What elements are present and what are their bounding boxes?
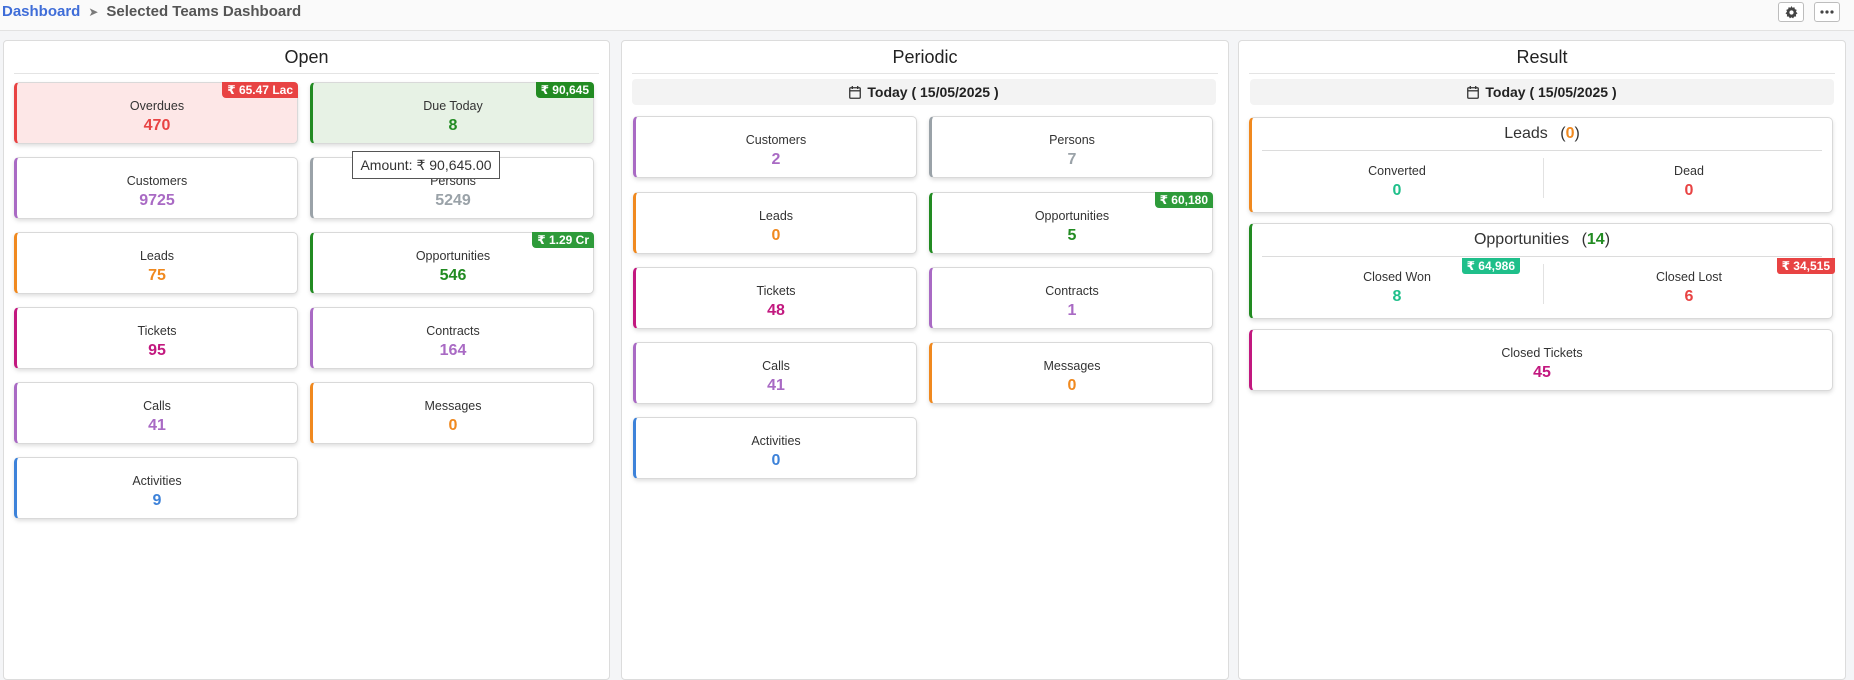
result-opportunities-card: Opportunities (14) ₹ 64,986 Closed Won 8… <box>1249 223 1835 319</box>
open-leads-card[interactable]: Leads 75 <box>14 232 298 294</box>
card-value: 164 <box>439 342 467 359</box>
card-value: 9725 <box>139 192 175 209</box>
result-closed-won[interactable]: ₹ 64,986 Closed Won 8 <box>1252 258 1542 306</box>
gear-icon <box>1784 5 1798 18</box>
card-label: Persons <box>1049 133 1095 147</box>
card-value: 2 <box>771 151 781 168</box>
card-value: 7 <box>1067 151 1077 168</box>
card-value: 1 <box>1067 302 1077 319</box>
card-label: Messages <box>1043 359 1101 373</box>
result-dead[interactable]: Dead 0 <box>1674 164 1704 199</box>
periodic-messages-card[interactable]: Messages 0 <box>929 342 1213 404</box>
result-closed-lost[interactable]: ₹ 34,515 Closed Lost 6 <box>1544 258 1835 306</box>
result-panel-title: Result <box>1249 41 1835 74</box>
periodic-activities-card[interactable]: Activities 0 <box>633 417 917 479</box>
card-label: Leads <box>139 249 175 263</box>
card-value: 5 <box>1067 227 1077 244</box>
result-opportunities-title: Opportunities (14) <box>1262 224 1822 257</box>
card-label: Activities <box>751 434 801 448</box>
more-options-button[interactable] <box>1814 2 1840 22</box>
card-value: 41 <box>148 417 166 434</box>
amount-tooltip: Amount: ₹ 90,645.00 <box>352 151 500 179</box>
card-label: Contracts <box>1045 284 1099 298</box>
result-converted[interactable]: Converted 0 <box>1368 164 1426 199</box>
card-label: Calls <box>143 399 171 413</box>
periodic-date-label: Today ( 15/05/2025 ) <box>867 84 999 100</box>
card-label: Calls <box>762 359 790 373</box>
amount-badge[interactable]: ₹ 64,986 <box>1461 258 1520 274</box>
result-leads-title: Leads (0) <box>1262 118 1822 151</box>
card-value: 470 <box>143 117 171 134</box>
card-label: Customers <box>126 174 188 188</box>
settings-button[interactable] <box>1778 2 1804 22</box>
card-value: 5249 <box>435 192 471 209</box>
column-divider <box>1543 264 1544 304</box>
breadcrumb: Dashboard ➤ Selected Teams Dashboard <box>2 3 301 20</box>
calendar-icon <box>1467 86 1480 99</box>
card-label: Overdues <box>129 99 185 113</box>
calendar-icon <box>849 86 862 99</box>
card-value: 8 <box>448 117 458 134</box>
open-customers-card[interactable]: Customers 9725 <box>14 157 298 219</box>
card-label: Leads <box>758 209 794 223</box>
card-label: Tickets <box>137 324 177 338</box>
result-date-label: Today ( 15/05/2025 ) <box>1485 84 1617 100</box>
card-value: 0 <box>771 452 781 469</box>
card-label: Due Today <box>423 99 483 113</box>
card-value: 48 <box>767 302 785 319</box>
card-label: Tickets <box>756 284 796 298</box>
more-icon <box>1820 10 1834 14</box>
result-closed-tickets-card[interactable]: Closed Tickets 45 <box>1249 329 1833 391</box>
opportunities-count: 14 <box>1586 231 1605 248</box>
open-opportunities-card[interactable]: Opportunities 546 ₹ 1.29 Cr <box>310 232 594 294</box>
periodic-tickets-card[interactable]: Tickets 48 <box>633 267 917 329</box>
open-tickets-card[interactable]: Tickets 95 <box>14 307 298 369</box>
periodic-panel-title: Periodic <box>632 41 1218 74</box>
page-title: Selected Teams Dashboard <box>106 3 302 20</box>
periodic-leads-card[interactable]: Leads 0 <box>633 192 917 254</box>
amount-badge[interactable]: ₹ 60,180 <box>1154 192 1213 208</box>
open-activities-card[interactable]: Activities 9 <box>14 457 298 519</box>
open-due-today-card[interactable]: Due Today 8 ₹ 90,645 <box>310 82 594 144</box>
card-label: Closed Tickets <box>1501 346 1583 360</box>
periodic-persons-card[interactable]: Persons 7 <box>929 116 1213 178</box>
leads-count: 0 <box>1565 125 1575 142</box>
card-value: 0 <box>1067 377 1077 394</box>
open-overdues-card[interactable]: Overdues 470 ₹ 65.47 Lac <box>14 82 298 144</box>
card-label: Messages <box>424 399 482 413</box>
column-divider <box>1543 158 1544 198</box>
amount-badge[interactable]: ₹ 34,515 <box>1776 258 1835 274</box>
result-date-filter[interactable]: Today ( 15/05/2025 ) <box>1250 79 1834 105</box>
result-leads-card: Leads (0) Converted 0 Dead 0 <box>1249 117 1833 213</box>
amount-badge[interactable]: ₹ 90,645 <box>535 82 594 98</box>
open-panel-title: Open <box>14 41 599 74</box>
periodic-calls-card[interactable]: Calls 41 <box>633 342 917 404</box>
open-calls-card[interactable]: Calls 41 <box>14 382 298 444</box>
card-value: 9 <box>152 492 162 509</box>
breadcrumb-dashboard-link[interactable]: Dashboard <box>2 3 81 20</box>
card-value: 546 <box>439 267 467 284</box>
open-contracts-card[interactable]: Contracts 164 <box>310 307 594 369</box>
card-label: Activities <box>132 474 182 488</box>
periodic-opportunities-card[interactable]: Opportunities 5 ₹ 60,180 <box>929 192 1213 254</box>
card-label: Contracts <box>426 324 480 338</box>
card-value: 45 <box>1533 364 1551 381</box>
amount-badge[interactable]: ₹ 65.47 Lac <box>222 82 298 98</box>
card-value: 75 <box>148 267 166 284</box>
card-value: 0 <box>771 227 781 244</box>
card-value: 95 <box>148 342 166 359</box>
top-bar: Dashboard ➤ Selected Teams Dashboard <box>0 0 1854 31</box>
card-label: Opportunities <box>1034 209 1110 223</box>
periodic-date-filter[interactable]: Today ( 15/05/2025 ) <box>632 79 1216 105</box>
breadcrumb-separator-icon: ➤ <box>88 5 99 19</box>
amount-badge[interactable]: ₹ 1.29 Cr <box>532 232 594 248</box>
card-label: Customers <box>745 133 807 147</box>
card-value: 41 <box>767 377 785 394</box>
card-value: 0 <box>448 417 458 434</box>
card-label: Opportunities <box>415 249 491 263</box>
periodic-contracts-card[interactable]: Contracts 1 <box>929 267 1213 329</box>
periodic-customers-card[interactable]: Customers 2 <box>633 116 917 178</box>
open-messages-card[interactable]: Messages 0 <box>310 382 594 444</box>
